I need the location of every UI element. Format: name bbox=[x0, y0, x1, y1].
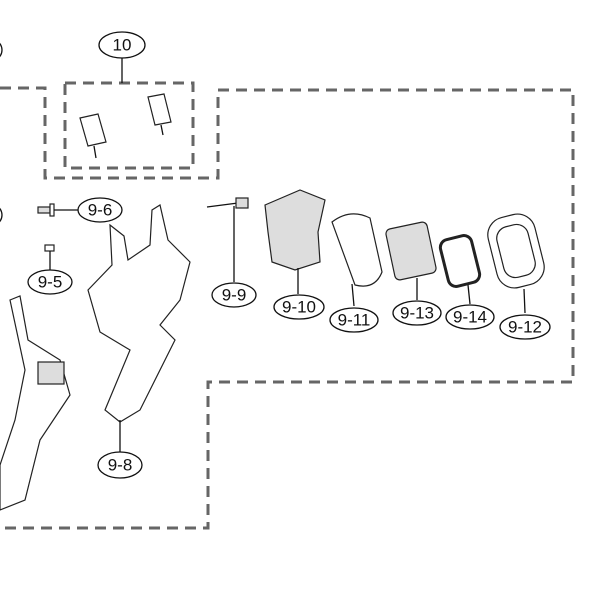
callout-9-10: 9-10 bbox=[273, 294, 325, 320]
svg-text:9-13: 9-13 bbox=[400, 304, 434, 323]
partial-callout-top bbox=[0, 42, 3, 58]
handle-part bbox=[87, 204, 191, 423]
svg-text:9-11: 9-11 bbox=[338, 311, 371, 330]
callout-9-12: 9-12 bbox=[499, 314, 551, 340]
svg-text:9-6: 9-6 bbox=[88, 201, 113, 220]
svg-text:9-9: 9-9 bbox=[222, 286, 247, 305]
gasket-part bbox=[331, 213, 383, 287]
callout-9-9: 9-9 bbox=[211, 282, 257, 308]
control-buttons bbox=[37, 361, 65, 385]
small-screw-part bbox=[44, 244, 55, 252]
callout-10: 10 bbox=[98, 31, 146, 59]
callout-9-5: 9-5 bbox=[27, 269, 73, 295]
callout-9-14: 9-14 bbox=[445, 304, 495, 330]
svg-text:9-8: 9-8 bbox=[108, 456, 133, 475]
svg-text:9-5: 9-5 bbox=[38, 273, 63, 292]
spring-part bbox=[206, 197, 249, 282]
ring-part bbox=[438, 234, 482, 288]
assembly-outline bbox=[0, 86, 575, 530]
svg-text:9-10: 9-10 bbox=[282, 298, 316, 317]
partial-callout-mid bbox=[0, 207, 3, 223]
svg-text:9-12: 9-12 bbox=[508, 318, 542, 337]
left-handle-part bbox=[0, 295, 71, 511]
callout-9-8: 9-8 bbox=[97, 451, 143, 479]
callout-9-6: 9-6 bbox=[77, 197, 123, 223]
svg-text:9-14: 9-14 bbox=[453, 308, 487, 327]
svg-text:10: 10 bbox=[113, 36, 132, 55]
sensor-part bbox=[79, 93, 172, 159]
bracket-part bbox=[264, 189, 326, 271]
callout-9-13: 9-13 bbox=[392, 300, 442, 326]
sensor-group-outline bbox=[63, 81, 195, 170]
cover-part bbox=[385, 221, 437, 281]
callout-9-11: 9-11 bbox=[329, 307, 379, 333]
screw-part bbox=[37, 203, 55, 217]
